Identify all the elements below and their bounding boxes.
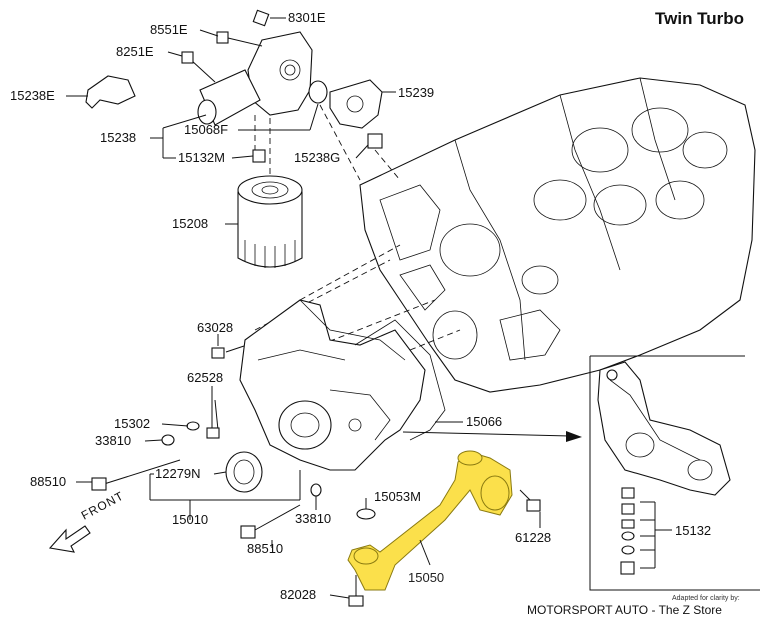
credit-note: Adapted for clarity by:	[672, 595, 740, 602]
leader-lines	[66, 17, 541, 599]
callout-15132: 15132	[675, 523, 711, 538]
callout-15053M: 15053M	[374, 489, 421, 504]
callout-8551E: 8551E	[150, 22, 188, 37]
callout-15066: 15066	[466, 414, 502, 429]
sensor	[367, 133, 383, 149]
diagram-title: Twin Turbo	[655, 9, 744, 28]
oil-filter	[237, 175, 303, 268]
callout-33810-lower: 33810	[295, 511, 331, 526]
callout-88510-upper: 88510	[30, 474, 66, 489]
callout-8301E: 8301E	[288, 10, 326, 25]
inset-pointer	[402, 431, 571, 437]
callout-8251E: 8251E	[116, 44, 154, 59]
callout-15208: 15208	[172, 216, 208, 231]
credit-store: MOTORSPORT AUTO - The Z Store	[527, 603, 722, 617]
callout-15132M: 15132M	[178, 150, 225, 165]
callout-63028: 63028	[197, 320, 233, 335]
callout-15239: 15239	[398, 85, 434, 100]
engine-block	[359, 77, 756, 393]
connector	[252, 149, 266, 163]
oil-seal	[225, 451, 263, 493]
fasteners	[91, 345, 541, 607]
callout-61228: 61228	[515, 530, 551, 545]
callout-15302: 15302	[114, 416, 150, 431]
inset-box	[589, 355, 760, 591]
gasket	[329, 79, 383, 129]
oil-filter-bracket	[181, 9, 313, 126]
front-direction-arrow: FRONT	[48, 489, 126, 553]
front-cover	[239, 299, 426, 471]
callout-12279N: 12279N	[155, 466, 201, 481]
o-ring	[308, 80, 328, 104]
oil-strainer-highlight	[347, 450, 513, 591]
clip-bracket	[85, 75, 136, 109]
callout-15050: 15050	[408, 570, 444, 585]
callout-88510-lower: 88510	[247, 541, 283, 556]
callout-15238E: 15238E	[10, 88, 55, 103]
callout-15010: 15010	[172, 512, 208, 527]
callout-62528: 62528	[187, 370, 223, 385]
callout-33810-upper: 33810	[95, 433, 131, 448]
inset-pointer-arrowhead	[566, 431, 582, 442]
callout-15238: 15238	[100, 130, 136, 145]
callout-15068F: 15068F	[184, 122, 228, 137]
callout-labels: 8551E 8301E 8251E 15238E 15239 15238 150…	[10, 10, 711, 602]
callout-82028: 82028	[280, 587, 316, 602]
callout-15238G: 15238G	[294, 150, 340, 165]
front-label: FRONT	[79, 489, 126, 523]
cover-gasket	[354, 319, 446, 441]
